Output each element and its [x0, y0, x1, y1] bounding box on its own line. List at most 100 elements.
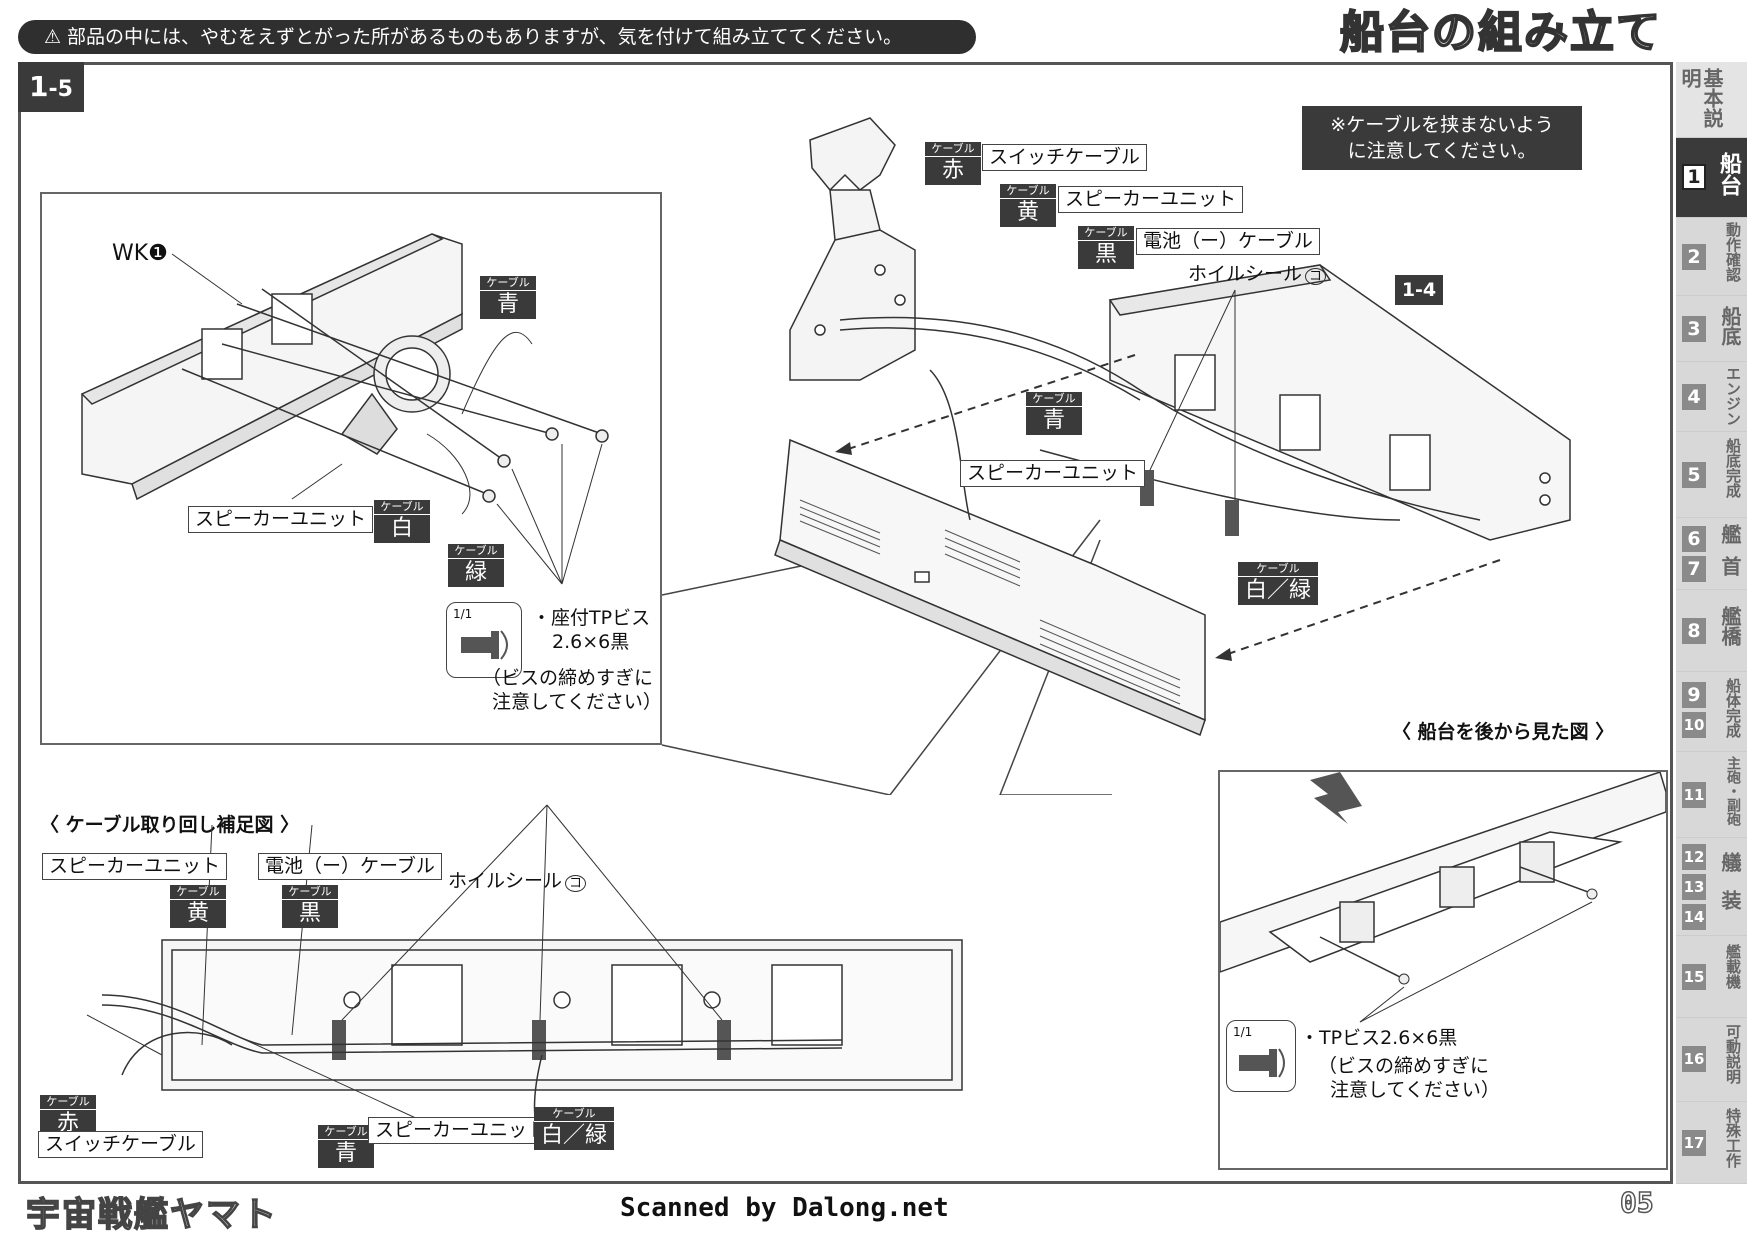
foil-seal-label: ホイルシールコ [1188, 262, 1327, 289]
step-sub: -5 [48, 77, 73, 102]
sidebar-item-11[interactable]: 11 主砲・副砲 [1676, 752, 1747, 838]
cable-tag-caption: ケーブル [925, 142, 981, 156]
cable-tag-white: ケーブル白 [374, 500, 430, 543]
assembly-arrow [844, 354, 1501, 656]
screw-note: （ビスの締めすぎに [482, 667, 654, 689]
sidebar-item-label: 艤 [1718, 852, 1742, 872]
battery-cable-label: 電池（ー）ケーブル [258, 853, 442, 880]
cable-tag-white-green: ケーブル白／緑 [1238, 562, 1318, 605]
sidebar-item-5[interactable]: 5 船底完成 [1676, 432, 1747, 518]
sidebar-item-basic[interactable]: 基本説明 [1676, 62, 1747, 138]
sidebar-item-number: 2 [1682, 244, 1706, 270]
cable-color: 緑 [448, 558, 504, 587]
sidebar-item-label: 装 [1718, 890, 1742, 910]
cable-tag-caption: ケーブル [40, 1095, 96, 1109]
sidebar-item-number: 16 [1682, 1046, 1706, 1072]
step-main: 1 [29, 70, 49, 103]
sidebar-item-number: 17 [1682, 1130, 1706, 1156]
screw-note: 注意してください） [1330, 1079, 1500, 1101]
foil-seal-leader [1149, 289, 1236, 500]
sidebar-item-label: 基本説明 [1678, 68, 1724, 128]
speaker-mount-inset: WK❶ ケーブル青 スピーカーユニット ケーブル白 ケーブル緑 1/1 ・座付T… [40, 192, 662, 745]
screw-count: 1/1 [1233, 1025, 1253, 1039]
sidebar-item-12-14[interactable]: 12 13 14 艤 装 [1676, 838, 1747, 936]
sidebar-item-label: 船体完成 [1724, 678, 1742, 738]
cable-tag-caption: ケーブル [1238, 562, 1318, 576]
cable-tag-blue: ケーブル青 [1026, 392, 1082, 435]
speaker-unit-label: スピーカーユニット [188, 506, 374, 533]
arrow-head [835, 442, 852, 455]
screw-icon-box: 1/1 [1226, 1020, 1296, 1092]
speaker-unit-label-2: スピーカーユニット [368, 1117, 554, 1144]
cable-tag-blue: ケーブル青 [480, 276, 536, 319]
screw-count: 1/1 [453, 607, 473, 621]
switch-cable-label: スイッチケーブル [38, 1131, 203, 1158]
inset-title: 〈 ケーブル取り回し補足図 〉 [40, 814, 300, 836]
screw-icon [461, 630, 508, 660]
sidebar-item-15[interactable]: 15 艦載機 [1676, 936, 1747, 1018]
arrow-head [1215, 648, 1232, 661]
cable-color: 青 [318, 1139, 374, 1168]
cable-tag-caption: ケーブル [318, 1125, 374, 1139]
battery-cable-label: 電池（ー）ケーブル [1136, 228, 1320, 255]
sidebar-item-number: 11 [1682, 782, 1706, 808]
foil-seal-label: ホイルシールコ [448, 869, 587, 896]
cable-tag-caption: ケーブル [1000, 184, 1056, 198]
foil-seal-mark [1225, 500, 1239, 536]
cable-tag-blue: ケーブル青 [318, 1125, 374, 1168]
sidebar-item-9-10[interactable]: 9 10 船体完成 [1676, 672, 1747, 752]
cable-tag-green: ケーブル緑 [448, 544, 504, 587]
screw-name: ・TPビス2.6×6黒 [1300, 1027, 1458, 1049]
cable-tag-yellow: ケーブル黄 [170, 885, 226, 928]
speaker-unit-label: スピーカーユニット [42, 853, 228, 880]
sidebar-item-4[interactable]: 4 エンジン [1676, 362, 1747, 432]
sidebar-item-label: 特殊工作 [1724, 1108, 1742, 1168]
speaker-unit-label: スピーカーユニット [1058, 186, 1244, 213]
direction-arrow-icon [1310, 772, 1362, 824]
cable-pinch-note: ※ケーブルを挟まないよう に注意してください。 [1302, 106, 1582, 170]
cable-tag-caption: ケーブル [170, 885, 226, 899]
sidebar-item-17[interactable]: 17 特殊工作 [1676, 1102, 1747, 1184]
cable-tag-caption: ケーブル [374, 500, 430, 514]
rear-view-drawing [1220, 772, 1666, 1023]
sidebar-item-number: 8 [1682, 618, 1706, 644]
sidebar-item-label: 艦載機 [1724, 944, 1742, 989]
sidebar-item-8[interactable]: 8 艦橋 [1676, 590, 1747, 672]
cable-color: 黒 [282, 899, 338, 928]
sidebar-item-2[interactable]: 2 動作確認 [1676, 218, 1747, 296]
sidebar-item-16[interactable]: 16 可動説明 [1676, 1018, 1747, 1102]
sidebar-item-number: 4 [1682, 384, 1706, 410]
sidebar-item-label: 主砲・副砲 [1725, 756, 1741, 826]
sidebar-item-label: エンジン [1724, 366, 1742, 426]
sidebar-item-3[interactable]: 3 船底 [1676, 296, 1747, 362]
sidebar-item-label: 艦橋 [1718, 606, 1742, 646]
note-line: ※ケーブルを挟まないよう [1330, 114, 1554, 136]
cable-routing-drawing [86, 804, 963, 1141]
cable-tag-caption: ケーブル [282, 885, 338, 899]
warning-text: 部品の中には、やむをえずとがった所があるものもありますが、気を付けて組み立ててく… [67, 26, 903, 48]
sidebar-item-label: 船底完成 [1724, 438, 1742, 498]
sidebar-item-label: 首 [1718, 556, 1742, 576]
foil-seal-mark-icon: コ [1305, 268, 1327, 285]
cable-color: 黄 [170, 899, 226, 928]
sidebar-item-6-7[interactable]: 6 7 艦 首 [1676, 518, 1747, 590]
sidebar-item-label: 艦 [1718, 524, 1742, 544]
cable-tag-black: ケーブル黒 [282, 885, 338, 928]
switch-cable-label: スイッチケーブル [982, 144, 1147, 171]
cable-tag-caption: ケーブル [1078, 226, 1134, 240]
sidebar-item-number: 9 [1682, 682, 1706, 708]
cable-color: 青 [1026, 406, 1082, 435]
rear-view-inset: 1/1 ・TPビス2.6×6黒 （ビスの締めすぎに 注意してください） [1218, 770, 1668, 1170]
screw-name: ・座付TPビス [532, 607, 651, 629]
cable-color: 白 [374, 514, 430, 543]
sidebar-item-number: 1 [1682, 164, 1706, 190]
sidebar-item-label: 船底 [1718, 306, 1742, 346]
sidebar-item-1[interactable]: 1 船台 [1676, 138, 1747, 218]
cable-color: 黒 [1078, 240, 1134, 269]
sidebar-item-label: 船台 [1716, 152, 1742, 196]
sidebar-item-label: 動作確認 [1724, 222, 1742, 282]
cable-tag-red: ケーブル赤 [925, 142, 981, 185]
sidebar-item-number: 5 [1682, 462, 1706, 488]
cable-color: 白／緑 [534, 1121, 614, 1150]
cable-color: 黄 [1000, 198, 1056, 227]
